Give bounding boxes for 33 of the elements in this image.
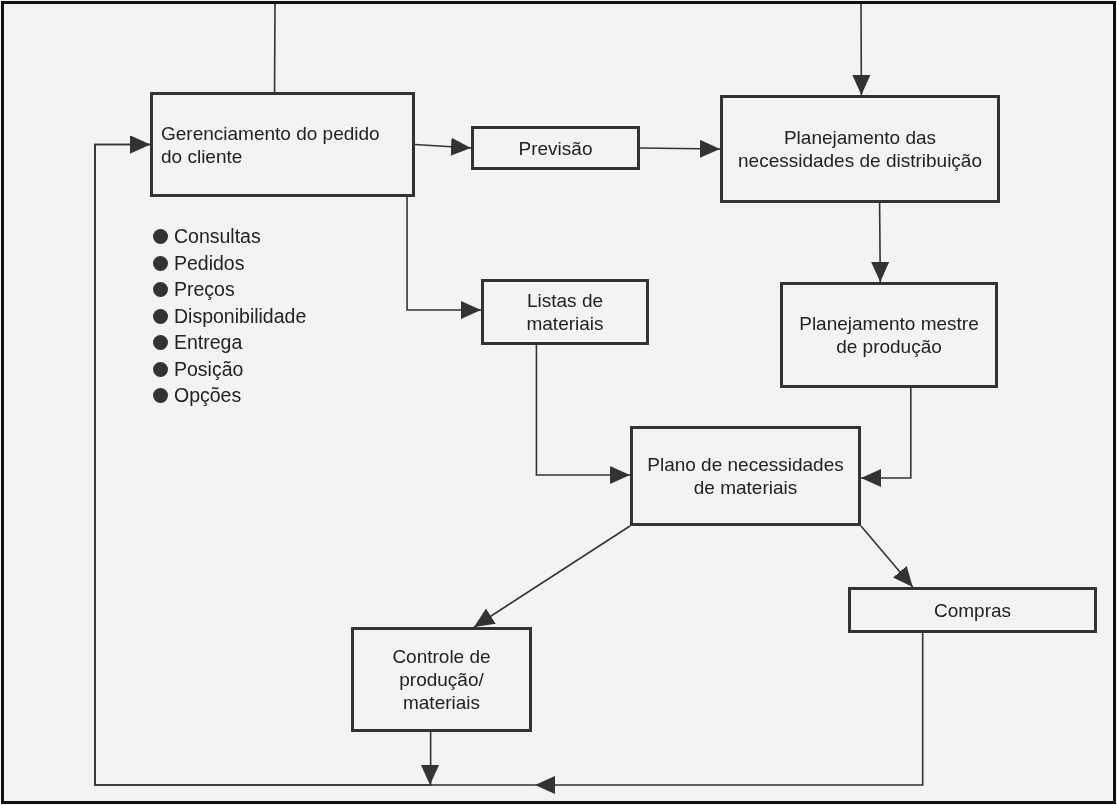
process-box <box>630 426 861 526</box>
arrow <box>860 525 914 588</box>
arrow <box>94 135 439 786</box>
box-label: Controle de produção/ materiais <box>391 645 492 714</box>
process-box <box>481 279 649 345</box>
process-box <box>848 587 1097 633</box>
process-box <box>351 627 532 732</box>
box-label: Planejamento das necessidades de distribuição <box>737 126 983 172</box>
arrow <box>535 344 631 484</box>
box-label: Compras <box>933 598 1012 622</box>
box-label: Gerenciamento do pedido do cliente <box>161 121 381 168</box>
process-box <box>471 126 640 170</box>
arrow <box>852 3 871 96</box>
arrow <box>414 137 472 156</box>
bullet-item: Disponibilidade <box>153 302 307 329</box>
bullet-item: Preços <box>153 276 307 303</box>
bullet-item: Consultas <box>153 223 307 250</box>
arrow <box>406 196 482 319</box>
box-label: Plano de necessidades de materiais <box>646 453 845 499</box>
box-label: Listas de materiais <box>525 289 605 335</box>
box-label: Planejamento mestre de produção <box>798 312 980 358</box>
bullet-item: Entrega <box>153 329 307 356</box>
process-box <box>720 95 1000 203</box>
box-label: Previsão <box>518 136 593 160</box>
process-box <box>780 282 998 388</box>
bullet-item: Opções <box>153 382 307 409</box>
arrow <box>473 525 631 628</box>
process-box <box>150 92 415 197</box>
arrow <box>639 139 721 158</box>
bullet-item: Posição <box>153 355 307 382</box>
arrow <box>860 387 912 487</box>
arrow <box>871 202 890 283</box>
bullet-item: Pedidos <box>153 249 307 276</box>
